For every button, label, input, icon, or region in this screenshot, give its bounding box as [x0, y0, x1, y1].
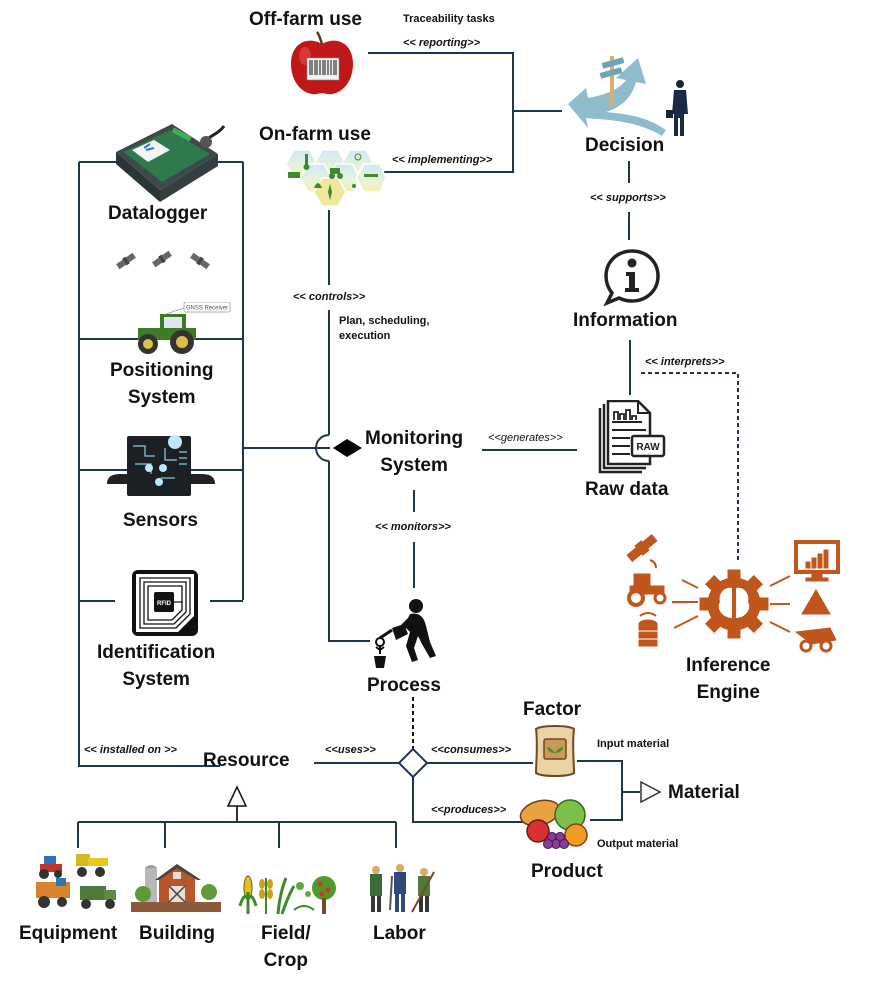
- identification-label-line2: System: [122, 669, 190, 690]
- rfid-tag-icon: RFID: [130, 568, 200, 638]
- installed-on-label: << installed on >>: [84, 744, 177, 756]
- identification-label-line1: Identification: [97, 642, 216, 663]
- on-farm-use-label: On-farm use: [259, 124, 371, 145]
- apple-barcode-icon: [287, 30, 357, 98]
- input-material-line: [577, 760, 623, 821]
- info-speech-bubble-icon: [602, 248, 662, 307]
- material-generalization-arrow: [640, 780, 662, 804]
- datalogger-box-icon: [114, 118, 226, 204]
- off-farm-use-label: Off-farm use: [249, 9, 362, 30]
- field-label-line1: Field/: [261, 923, 311, 944]
- information-label: Information: [573, 310, 678, 331]
- monitoring-label-line1: Monitoring: [365, 428, 464, 449]
- raw-badge-text: RAW: [636, 442, 660, 453]
- field-crop-label: Field/ Crop: [261, 920, 311, 974]
- gnss-receiver-tag: GNSS Receiver: [186, 306, 228, 312]
- sensors-label: Sensors: [123, 510, 198, 531]
- positioning-system-label: Positioning System: [110, 357, 213, 411]
- datalogger-label: Datalogger: [108, 203, 208, 224]
- inference-engine-label: Inference Engine: [686, 652, 770, 706]
- inference-label-line1: Inference: [686, 655, 771, 676]
- decision-label: Decision: [585, 135, 665, 156]
- aggregation-diamond: [397, 747, 429, 779]
- process-link-line: [328, 461, 370, 642]
- inference-label-line2: Engine: [696, 682, 760, 703]
- interprets-label: << interprets>>: [645, 356, 725, 368]
- resource-label: Resource: [203, 750, 290, 771]
- reporting-label: << reporting>>: [403, 37, 481, 49]
- barn-icon: [131, 862, 221, 912]
- building-label: Building: [139, 923, 215, 944]
- positioning-label-line2: System: [127, 387, 196, 408]
- positioning-label-line1: Positioning: [110, 360, 214, 381]
- farm-machinery-icon: [34, 852, 122, 910]
- produces-line: [412, 777, 525, 823]
- farm-workers-icon: [366, 862, 436, 914]
- gear-brain-icon: [620, 528, 848, 658]
- supports-label: << supports>>: [590, 192, 666, 204]
- satellites-icon: [114, 248, 214, 274]
- uses-label: <<uses>>: [325, 744, 376, 756]
- tractor-gnss-icon: GNSS Receiver: [130, 301, 232, 356]
- product-label: Product: [531, 861, 603, 882]
- monitoring-system-label: Monitoring System: [365, 425, 463, 479]
- labor-label: Labor: [373, 923, 426, 944]
- circuit-board-icon: [105, 434, 217, 498]
- seed-bag-icon: [532, 723, 578, 779]
- composition-diamond: [333, 439, 362, 457]
- material-label: Material: [668, 782, 740, 803]
- identification-system-label: Identification System: [97, 639, 215, 693]
- rfid-chip-text: RFID: [157, 601, 172, 607]
- controls-label: << controls>>: [293, 291, 366, 303]
- equipment-label: Equipment: [19, 923, 118, 944]
- crops-icon: [238, 872, 336, 916]
- raw-document-icon: RAW: [596, 399, 672, 476]
- reporting-line: [368, 52, 514, 173]
- field-label-line2: Crop: [263, 950, 308, 971]
- implementing-label: << implementing>>: [392, 154, 493, 166]
- monitoring-label-line2: System: [380, 455, 448, 476]
- generates-label: <<generates>>: [488, 432, 563, 444]
- traceability-note: Traceability tasks: [403, 13, 495, 25]
- input-material-note: Input material: [597, 738, 670, 750]
- generalization-arrow: [226, 785, 248, 807]
- plan-note-line2: execution: [339, 330, 391, 342]
- plan-scheduling-note: Plan, scheduling, execution: [339, 314, 429, 344]
- plan-note-line1: Plan, scheduling,: [339, 315, 430, 327]
- consumes-label: <<consumes>>: [431, 744, 512, 756]
- monitors-label: << monitors>>: [375, 521, 451, 533]
- crossroads-businessman-icon: [566, 48, 698, 138]
- device-left-bus: [78, 162, 220, 767]
- person-watering-plant-icon: [370, 598, 446, 670]
- hexagon-farm-icons: [276, 148, 387, 208]
- food-basket-icon: [518, 797, 590, 853]
- factor-label: Factor: [523, 699, 582, 720]
- process-label: Process: [367, 675, 441, 696]
- raw-data-label: Raw data: [585, 479, 669, 500]
- produces-label: <<produces>>: [431, 804, 507, 816]
- output-material-note: Output material: [597, 838, 679, 850]
